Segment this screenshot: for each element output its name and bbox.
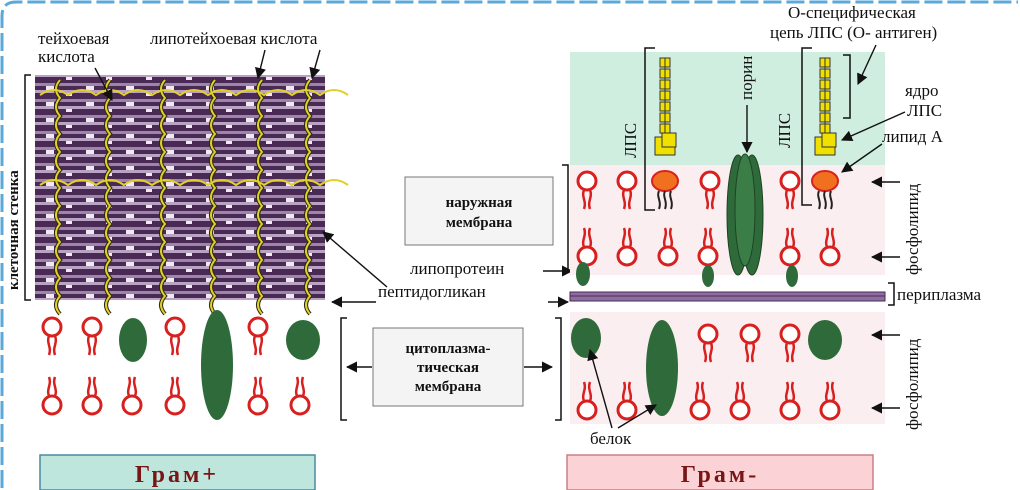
outer-membrane-phospholipids xyxy=(576,170,841,267)
lps-molecule xyxy=(811,57,839,210)
gram-positive-label: Грам+ xyxy=(135,462,219,488)
label-acid: кислота xyxy=(38,47,95,66)
phospholipid xyxy=(164,376,186,416)
label-lipoteichoic: липотейхоевая кислота xyxy=(150,29,318,48)
o-antigen-bracket xyxy=(843,54,851,119)
membrane-protein xyxy=(201,310,233,420)
phospholipid xyxy=(41,316,63,356)
membrane-protein xyxy=(808,320,842,360)
label-lipid-a: липид А xyxy=(882,127,944,146)
membrane-protein xyxy=(286,320,320,360)
arrow-protein xyxy=(587,348,613,429)
cell-wall-bracket xyxy=(24,74,31,301)
arrow-lipoteichoic xyxy=(255,49,266,80)
label-periplasm: периплазма xyxy=(897,285,981,304)
outer-region-bg xyxy=(570,52,885,167)
cytoplasmic-bracket-right xyxy=(555,317,562,421)
arrow-protein xyxy=(617,404,657,429)
label-cell-wall: клеточная стенка xyxy=(6,170,22,290)
label-core: ЛПС xyxy=(907,101,942,120)
membrane-protein xyxy=(119,318,147,362)
label-o-specific: цепь ЛПС (О- антиген) xyxy=(770,23,937,42)
phospholipid xyxy=(779,323,801,363)
lipoprotein xyxy=(786,265,798,287)
label-phospholipid-top: фосфолипид xyxy=(903,183,922,275)
lps-bracket-right xyxy=(801,47,812,206)
phospholipid xyxy=(289,376,311,416)
phospholipid xyxy=(616,170,638,210)
arrow-lipoteichoic xyxy=(309,49,321,80)
phospholipid xyxy=(616,381,638,421)
label-phospholipid-bottom: фосфолипид xyxy=(903,338,922,430)
label-o-specific: О-специфическая xyxy=(788,3,916,22)
phospholipid xyxy=(164,316,186,356)
label-outer-membrane: наружная xyxy=(446,195,513,211)
gram-negative-label: Грам- xyxy=(681,462,759,488)
label-cytoplasmic: мембрана xyxy=(415,379,482,395)
phospholipid xyxy=(247,376,269,416)
porin xyxy=(726,153,764,276)
phospholipid xyxy=(247,316,269,356)
phospholipid xyxy=(616,227,638,267)
cytoplasmic-bracket-left xyxy=(340,317,347,421)
phospholipid xyxy=(699,170,721,210)
label-porin: порин xyxy=(737,56,756,100)
label-lipoprotein: липопротеин xyxy=(410,259,504,278)
membrane-protein xyxy=(646,320,678,416)
lps-molecule xyxy=(651,57,679,210)
phospholipid xyxy=(576,170,598,210)
label-cytoplasmic: цитоплазма- xyxy=(406,341,491,357)
arrow-teichoic xyxy=(94,67,113,101)
arrow-lipid-a xyxy=(841,143,883,173)
label-lps-right: ЛПС xyxy=(775,113,794,148)
inner-membrane-phospholipids xyxy=(576,323,841,421)
lps-bracket-left xyxy=(644,47,655,211)
teichoic-acid-chains xyxy=(39,78,349,316)
cytoplasmic-membrane-left xyxy=(41,316,311,416)
phospholipid xyxy=(81,316,103,356)
lipoprotein xyxy=(702,265,714,287)
phospholipid xyxy=(697,323,719,363)
gram-positive-panel xyxy=(39,454,316,490)
outer-membrane-box xyxy=(404,176,554,246)
label-outer-membrane: мембрана xyxy=(446,215,513,231)
periplasm-bracket xyxy=(888,282,895,306)
phospholipid xyxy=(819,381,841,421)
phospholipid xyxy=(689,381,711,421)
label-core: ядро xyxy=(905,81,938,100)
arrow-peptidoglycan-wall xyxy=(322,231,388,288)
label-protein: белок xyxy=(590,429,632,448)
label-lps-left: ЛПС xyxy=(621,123,640,158)
phospholipid xyxy=(739,323,761,363)
lipoprotein xyxy=(576,262,590,286)
phospholipid xyxy=(81,376,103,416)
phospholipid xyxy=(41,376,63,416)
outer-membrane-bracket xyxy=(562,164,569,271)
gram-negative-panel xyxy=(566,454,874,490)
phospholipid xyxy=(779,227,801,267)
membrane-protein xyxy=(571,318,601,358)
phospholipid xyxy=(729,381,751,421)
phospholipid xyxy=(779,381,801,421)
arrow-o-antigen xyxy=(857,44,877,86)
peptidoglycan-layer-left xyxy=(35,75,325,300)
label-teichoic: тейхоевая xyxy=(38,29,110,48)
label-cytoplasmic: тическая xyxy=(417,360,479,376)
phospholipid xyxy=(779,170,801,210)
phospholipid xyxy=(657,227,679,267)
arrow-core xyxy=(840,111,906,142)
cytoplasmic-membrane-box xyxy=(372,327,524,407)
phospholipid xyxy=(121,376,143,416)
phospholipid xyxy=(576,381,598,421)
label-peptidoglycan: пептидогликан xyxy=(378,282,486,301)
phospholipid xyxy=(819,227,841,267)
